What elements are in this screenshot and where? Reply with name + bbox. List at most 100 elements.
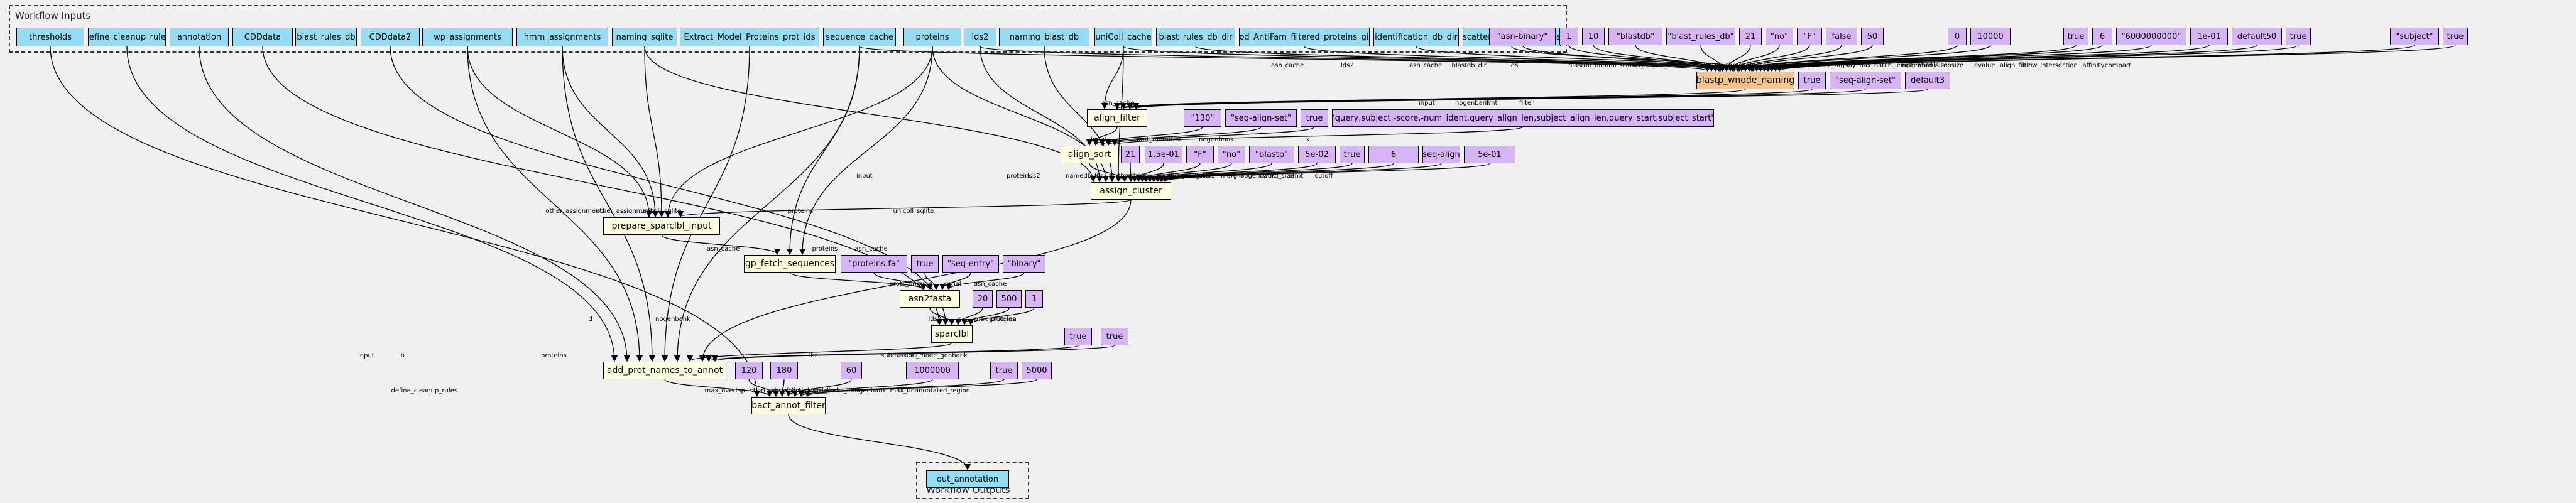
step-gp-fetch-sequences: gp_fetch_sequences — [744, 255, 836, 273]
edge-label: asn_cache — [854, 246, 888, 252]
edge-input-CDDdata2-to-step-sparclbl — [390, 46, 949, 326]
edge-label: dbsize — [1943, 62, 1964, 69]
param-51: true — [990, 362, 1018, 379]
edge-input-thresholds-to-step-bact-annot-filter — [50, 46, 761, 398]
edge-label: ofmt — [1602, 62, 1617, 69]
edge-input-Extract_Model_Proteins_prot_ids-to-step-add-prot-names-to-annot — [661, 46, 750, 362]
input-blast_rules_db: blast_rules_db — [295, 28, 357, 46]
edge-label: max_target_seqs — [1794, 62, 1848, 69]
edge-param-45-to-step-add-prot-names-to-annot — [706, 345, 1079, 362]
edge-label: proteins — [812, 246, 838, 252]
edge-label: threshold — [1726, 62, 1756, 69]
edge-param-34-to-step-assign-cluster — [1154, 163, 1394, 183]
param-25: true — [1301, 109, 1328, 127]
edge-label: ids — [1509, 62, 1519, 69]
param-39: true — [911, 255, 939, 273]
edge-label: namedb_dir — [1066, 173, 1103, 180]
param-26: "query,subject,-score,-num_ident,query_a… — [1332, 109, 1714, 127]
input-proteins: proteins — [903, 28, 961, 46]
edge-label: b — [400, 352, 405, 359]
input-Extract_Model_Proteins_prot_ids: Extract_Model_Proteins_prot_ids — [680, 28, 819, 46]
edge-label: ifmt — [1169, 136, 1182, 143]
edge-label: align_filter — [2000, 62, 2033, 69]
edge-label: input — [856, 173, 873, 180]
param-5: 21 — [1739, 28, 1762, 45]
edge-label: proteins — [1007, 173, 1032, 180]
edge-param-52-to-step-bact-annot-filter — [804, 379, 1037, 398]
edge-label: o — [958, 316, 962, 323]
edge-param-26-to-step-align-sort — [1111, 126, 1524, 146]
edge-input-sequence_cache-to-step-add-prot-names-to-annot — [674, 46, 860, 362]
edge-label: filter — [1519, 100, 1534, 107]
edge-label: max_overlap — [704, 387, 745, 394]
edge-label: lds2 — [928, 316, 942, 323]
edge-label: proteins — [541, 352, 567, 359]
param-14: "6000000000" — [2116, 28, 2186, 45]
param-28: 1.5e-01 — [1145, 146, 1182, 163]
edge-input-sequence_cache-to-step-blastp-wnode-naming — [859, 46, 1711, 72]
edge-param-35-to-step-assign-cluster — [1158, 163, 1442, 183]
edge-label: asn_cache — [707, 246, 740, 252]
edge-label: long_model_limit — [807, 387, 861, 394]
param-6: "no" — [1766, 28, 1793, 45]
edge-label: define_cleanup_rules — [391, 387, 457, 394]
edge-label: prots_only — [889, 281, 922, 288]
param-46: true — [1101, 328, 1128, 345]
edge-label: ifmt — [1485, 100, 1498, 107]
param-27: 21 — [1121, 146, 1140, 163]
edge-param-43-to-step-sparclbl — [961, 307, 1010, 326]
param-40: "seq-entry" — [942, 255, 999, 273]
param-23: "130" — [1184, 109, 1221, 127]
edge-label: evalue — [1974, 62, 1995, 69]
edge-step-bact-annot-filter-to-output-out-annotation — [788, 414, 971, 471]
edge-input-identification_db_dir-to-step-blastp-wnode-naming — [1416, 46, 1749, 72]
edge-step-add-prot-names-to-annot-to-step-bact-annot-filter — [664, 379, 773, 398]
edge-label: max_batch_length — [1857, 62, 1915, 69]
workflow-inputs-title: Workflow Inputs — [15, 10, 91, 21]
edge-label: blastdb_dir — [1568, 62, 1603, 69]
param-49: 60 — [841, 362, 862, 379]
param-24: "seq-align-set" — [1225, 109, 1297, 127]
edge-label: asn_cache — [1271, 62, 1304, 69]
step-align-filter: align_filter — [1087, 109, 1147, 127]
param-42: 20 — [973, 290, 993, 308]
edge-label: top_by_score — [1642, 62, 1683, 69]
edge-label: word_size — [1263, 173, 1294, 180]
edge-param-17-to-step-blastp-wnode-naming — [1769, 45, 2299, 72]
input-hmm_assignments: hmm_assignments — [516, 28, 608, 46]
edge-label: compart — [2105, 62, 2131, 69]
edge-label: unicoll_sqlite — [893, 208, 934, 215]
param-22: default3 — [1905, 72, 1950, 89]
param-52: 5000 — [1022, 362, 1052, 379]
edge-label: comp_based_stats — [1759, 62, 1818, 69]
input-uniColl_cache: uniColl_cache — [1094, 28, 1152, 46]
step-blastp-wnode-naming: blastp_wnode_naming — [1696, 72, 1794, 89]
edge-param-3-to-step-blastp-wnode-naming — [1635, 45, 1723, 72]
edge-step-prepare-sparclbl-input-to-step-gp-fetch-sequences — [661, 234, 781, 256]
param-21: "seq-align-set" — [1830, 72, 1901, 89]
edge-label: proteins — [990, 316, 1016, 323]
input-CDDdata: CDDdata — [232, 28, 293, 46]
edge-label: nogenbank — [1199, 136, 1234, 143]
edge-label: type — [918, 281, 932, 288]
edge-param-47-to-step-bact-annot-filter — [748, 379, 780, 398]
edge-label: nogenbank — [1455, 100, 1490, 107]
edge-input-scatter_gather_nchunks-to-step-blastp-wnode-naming — [1511, 46, 1755, 72]
param-9: 50 — [1861, 28, 1884, 45]
edge-label: unicoll_sqlite — [640, 208, 682, 215]
step-sparclbl: sparclbl — [931, 325, 973, 343]
input-annotation: annotation — [170, 28, 229, 46]
param-30: "no" — [1218, 146, 1245, 163]
edge-label: blow_intersection — [2022, 62, 2078, 69]
edge-param-21-to-step-align-filter — [1127, 89, 1866, 110]
edge-param-25-to-step-align-sort — [1105, 126, 1315, 146]
edge-label: ofmt — [1289, 173, 1304, 180]
edge-param-18-to-step-blastp-wnode-naming — [1772, 45, 2415, 72]
edge-label: nogenbank — [1902, 62, 1937, 69]
input-thresholds: thresholds — [16, 28, 84, 46]
input-CDDdata2: CDDdata2 — [361, 28, 420, 46]
edge-param-48-to-step-bact-annot-filter — [778, 379, 786, 398]
param-15: 1e-01 — [2190, 28, 2228, 45]
